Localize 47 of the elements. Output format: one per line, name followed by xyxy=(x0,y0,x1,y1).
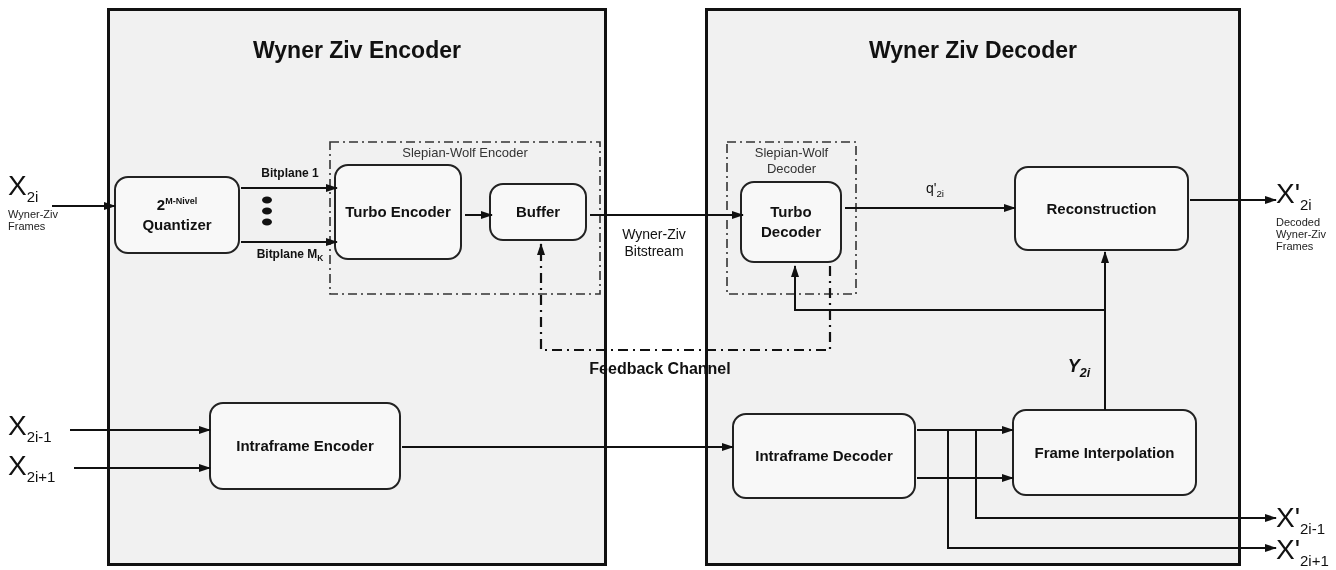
arrow xyxy=(589,211,744,219)
arrow xyxy=(844,204,1016,212)
edge-label: Wyner-Ziv Bitstream xyxy=(621,226,687,260)
signal-label: X$_{2i}$ xyxy=(8,169,40,204)
dash-dot-region xyxy=(329,141,601,295)
signal-label: X'$_{2i-1}$ xyxy=(1276,501,1327,536)
arrow xyxy=(240,238,338,246)
signal-label: X$_{2i+1}$ xyxy=(8,449,57,484)
arrow xyxy=(240,184,338,192)
process-box xyxy=(1012,409,1197,496)
process-box xyxy=(740,181,842,263)
region-title: Slepian-Wolf Decoder xyxy=(753,145,830,177)
arrow xyxy=(51,202,116,210)
edge-label: Y$_{2i}$ xyxy=(1066,358,1092,375)
dash-dot-region xyxy=(726,141,857,295)
edge-label: Bitplane 1 xyxy=(260,165,320,182)
process-box xyxy=(1014,166,1189,251)
arrow xyxy=(916,474,1014,482)
box-label: Turbo Decoder xyxy=(760,202,822,242)
box-label: Intraframe Encoder xyxy=(235,436,375,456)
box-label: 2$^{M-Nivel}$ Quantizer xyxy=(141,195,213,235)
box-label: Frame Interpolation xyxy=(1033,442,1176,463)
box-label: Intraframe Decoder xyxy=(754,446,894,466)
signal-label: X'$_{2i}$ xyxy=(1276,177,1313,212)
signal-caption: Wyner-Ziv Frames xyxy=(8,208,59,232)
dash-dot-arrow xyxy=(537,243,832,352)
panel-title: Wyner Ziv Decoder xyxy=(869,37,1077,65)
arrow xyxy=(1189,196,1277,204)
process-box xyxy=(489,183,587,241)
process-box xyxy=(732,413,916,499)
box-label: Turbo Encoder xyxy=(344,202,452,222)
arrow xyxy=(464,211,493,219)
box-label: Reconstruction xyxy=(1045,198,1158,219)
process-box xyxy=(334,164,462,260)
edge-label: Bitplane M$_{K}$ xyxy=(255,246,325,263)
process-box xyxy=(209,402,401,490)
signal-label: X$_{2i-1}$ xyxy=(8,409,53,444)
region-title: Slepian-Wolf Encoder xyxy=(402,145,528,161)
arrow xyxy=(69,426,211,434)
signal-caption: Decoded Wyner-Ziv Frames xyxy=(1276,216,1327,252)
arrow xyxy=(401,443,734,451)
panel-title: Wyner Ziv Encoder xyxy=(253,37,461,65)
process-box xyxy=(114,176,240,254)
signal-label: X'$_{2i+1}$ xyxy=(1276,534,1330,568)
edge-label: q'$_{2i}$ xyxy=(924,180,946,197)
box-label: Buffer xyxy=(514,202,562,222)
arrow xyxy=(73,464,211,472)
